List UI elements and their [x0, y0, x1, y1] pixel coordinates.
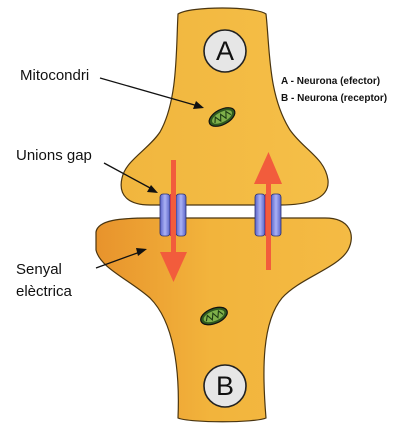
- synaptic-gap: [118, 206, 354, 217]
- label-signal-line2: elèctrica: [16, 283, 73, 300]
- label-gap-junctions: Unions gap: [16, 147, 92, 164]
- label-signal-line1: Senyal: [16, 261, 62, 278]
- legend-neuron-b: B - Neurona (receptor): [281, 93, 387, 104]
- label-mitochondrion: Mitocondri: [20, 67, 89, 84]
- neuron-a-letter: A: [216, 36, 234, 66]
- neuron-b-letter: B: [216, 371, 234, 401]
- legend-neuron-a: A - Neurona (efector): [281, 76, 380, 87]
